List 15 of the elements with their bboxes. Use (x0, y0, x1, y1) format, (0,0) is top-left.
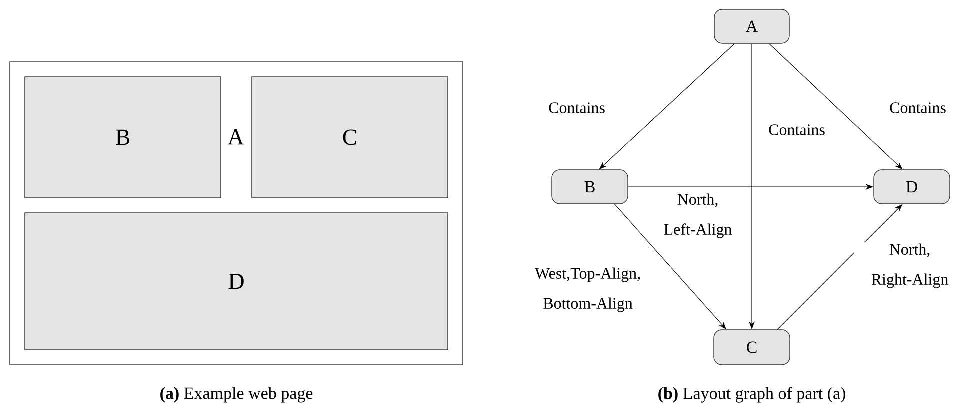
edge-label: West,Top-Align, Bottom-Align (535, 268, 640, 312)
caption: (a) Example web page (160, 387, 313, 403)
graph-node: C (714, 330, 790, 366)
region-box: C (252, 76, 448, 198)
caption: (b) Layout graph of part (a) (658, 387, 846, 403)
graph-node: B (552, 170, 628, 204)
region-box: B (24, 76, 222, 198)
graph-node: A (714, 9, 790, 44)
edge-label: North, Right-Align (872, 244, 948, 288)
edge-label: Contains (549, 102, 605, 114)
region-box: D (24, 212, 448, 350)
edge-label: North, Left-Align (664, 194, 732, 238)
graph-node: D (874, 170, 950, 204)
edge-label: Contains (890, 102, 946, 114)
edge-label: Contains (769, 124, 825, 136)
